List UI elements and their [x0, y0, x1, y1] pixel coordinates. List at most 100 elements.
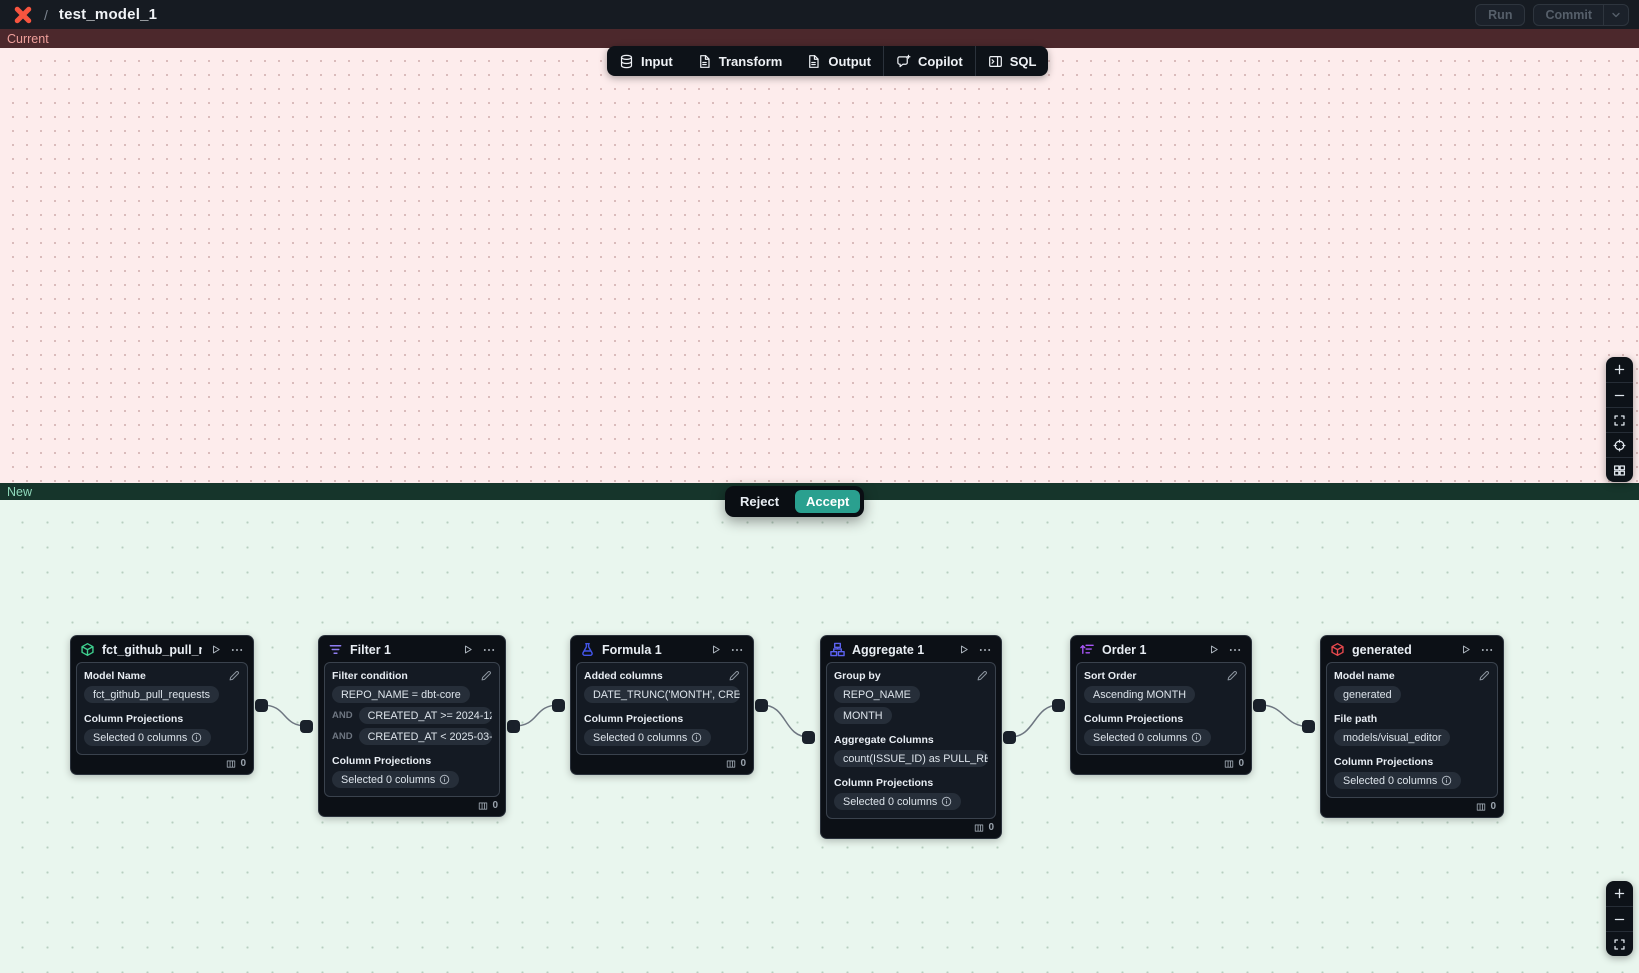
edit-icon[interactable] — [228, 670, 240, 682]
more-icon[interactable] — [730, 643, 744, 657]
node-header[interactable]: Aggregate 1 — [821, 636, 1001, 662]
edit-icon[interactable] — [1226, 670, 1238, 682]
more-icon[interactable] — [230, 643, 244, 657]
more-icon[interactable] — [978, 643, 992, 657]
edit-icon[interactable] — [976, 670, 988, 682]
edit-icon[interactable] — [1478, 670, 1490, 682]
commit-label[interactable]: Commit — [1545, 7, 1592, 22]
more-icon[interactable] — [482, 643, 496, 657]
toolbar-item-label: Input — [641, 53, 673, 69]
play-icon[interactable] — [1207, 643, 1220, 656]
toolbar-item-output[interactable]: Output — [794, 46, 883, 76]
value-pill[interactable]: CREATED_AT < 2025-03-01 — [358, 728, 492, 745]
zoom-out-button[interactable] — [1606, 382, 1633, 407]
value-pill[interactable]: Selected 0 columns — [84, 729, 212, 746]
zoom-out-icon — [1613, 913, 1626, 926]
zoom-out-button[interactable] — [1606, 906, 1633, 931]
commit-button[interactable]: Commit — [1533, 3, 1629, 26]
more-icon[interactable] — [1480, 643, 1494, 657]
connection-handle[interactable] — [755, 698, 768, 712]
node-fct-github-pull-requests[interactable]: fct_github_pull_requestsModel Namefct_gi… — [70, 635, 254, 775]
value-pill[interactable]: count(ISSUE_ID) as PULL_REQUEST_… — [834, 750, 988, 767]
dbt-logo[interactable] — [13, 5, 33, 25]
info-icon — [941, 796, 952, 807]
current-canvas-controls — [1606, 357, 1633, 482]
connection-handle[interactable] — [802, 730, 815, 744]
node-header[interactable]: Order 1 — [1071, 636, 1251, 662]
edit-icon[interactable] — [728, 670, 740, 682]
accept-button[interactable]: Accept — [795, 490, 861, 513]
field-label: Sort Order — [1084, 670, 1238, 682]
field-label: Model Name — [84, 670, 240, 682]
play-icon[interactable] — [957, 643, 970, 656]
model-cube-icon — [80, 642, 95, 657]
value-pill[interactable]: Selected 0 columns — [834, 793, 962, 810]
connection-handle[interactable] — [552, 698, 565, 712]
center-view-button[interactable] — [1606, 432, 1633, 457]
value-pill[interactable]: Selected 0 columns — [332, 771, 460, 788]
field-label: Column Projections — [834, 777, 934, 789]
edit-icon[interactable] — [480, 670, 492, 682]
zoom-out-icon — [1613, 389, 1626, 402]
toolbar-divider — [974, 46, 976, 76]
play-icon[interactable] — [1459, 643, 1472, 656]
field-label: Aggregate Columns — [834, 734, 934, 746]
zoom-in-button[interactable] — [1606, 881, 1633, 906]
value-pill[interactable]: generated — [1334, 686, 1401, 703]
zoom-in-button[interactable] — [1606, 357, 1633, 382]
value-pill[interactable]: Selected 0 columns — [1084, 729, 1212, 746]
value-pill[interactable]: Selected 0 columns — [1334, 772, 1462, 789]
value-pill[interactable]: CREATED_AT >= 2024-12-01 — [358, 707, 492, 724]
value-pill[interactable]: Ascending MONTH — [1084, 686, 1196, 703]
node-body: Group by REPO_NAME MONTH Aggregate Columns c… — [826, 662, 996, 819]
play-icon[interactable] — [209, 643, 222, 656]
connection-handle[interactable] — [255, 698, 268, 712]
fit-view-button[interactable] — [1606, 931, 1633, 956]
topbar-actions: Run Commit — [1475, 3, 1629, 26]
value-pill[interactable]: REPO_NAME — [834, 686, 920, 703]
new-canvas[interactable]: Reject Accept fct_github_pull_requestsMo… — [0, 486, 1639, 973]
toolbar-item-transform[interactable]: Transform — [685, 46, 795, 76]
info-icon — [1191, 732, 1202, 743]
node-header[interactable]: Filter 1 — [319, 636, 505, 662]
value-pill[interactable]: REPO_NAME = dbt-core — [332, 686, 470, 703]
node-aggregate-1[interactable]: Aggregate 1 Group by REPO_NAME MONTH Aggrega… — [820, 635, 1002, 839]
zoom-in-icon — [1613, 887, 1626, 900]
toolbar-item-copilot[interactable]: Copilot — [884, 46, 975, 76]
field-label: Column Projections — [1334, 756, 1434, 768]
connection-handle[interactable] — [1003, 730, 1016, 744]
current-band: Current — [0, 29, 1639, 48]
connection-handle[interactable] — [1253, 698, 1266, 712]
node-header[interactable]: fct_github_pull_requests — [71, 636, 253, 662]
value-pill[interactable]: models/visual_editor — [1334, 729, 1451, 746]
value-pill[interactable]: DATE_TRUNC('MONTH', CREATED_AT… — [584, 686, 740, 703]
current-canvas[interactable]: Input Transform Output — [0, 46, 1639, 483]
field-label: Column Projections — [332, 755, 432, 767]
sql-panel-icon — [988, 54, 1003, 69]
value-pill[interactable]: Selected 0 columns — [584, 729, 712, 746]
connection-handle[interactable] — [300, 719, 313, 733]
field-label: Group by — [834, 670, 988, 682]
run-button[interactable]: Run — [1475, 3, 1526, 26]
node-header[interactable]: generated — [1321, 636, 1503, 662]
connection-handle[interactable] — [1052, 698, 1065, 712]
auto-layout-button[interactable] — [1606, 457, 1633, 482]
row-count-badge: 0 — [1321, 798, 1503, 817]
more-icon[interactable] — [1228, 643, 1242, 657]
node-header[interactable]: Formula 1 — [571, 636, 753, 662]
play-icon[interactable] — [461, 643, 474, 656]
connection-handle[interactable] — [1302, 720, 1315, 733]
value-pill[interactable]: MONTH — [834, 707, 892, 724]
reject-button[interactable]: Reject — [729, 490, 790, 513]
fit-view-button[interactable] — [1606, 407, 1633, 432]
connection-handle[interactable] — [507, 719, 520, 733]
toolbar-item-sql[interactable]: SQL — [976, 46, 1049, 76]
chevron-down-icon[interactable] — [1603, 4, 1628, 25]
play-icon[interactable] — [709, 643, 722, 656]
toolbar-item-input[interactable]: Input — [607, 46, 685, 76]
value-pill[interactable]: fct_github_pull_requests — [84, 686, 220, 703]
